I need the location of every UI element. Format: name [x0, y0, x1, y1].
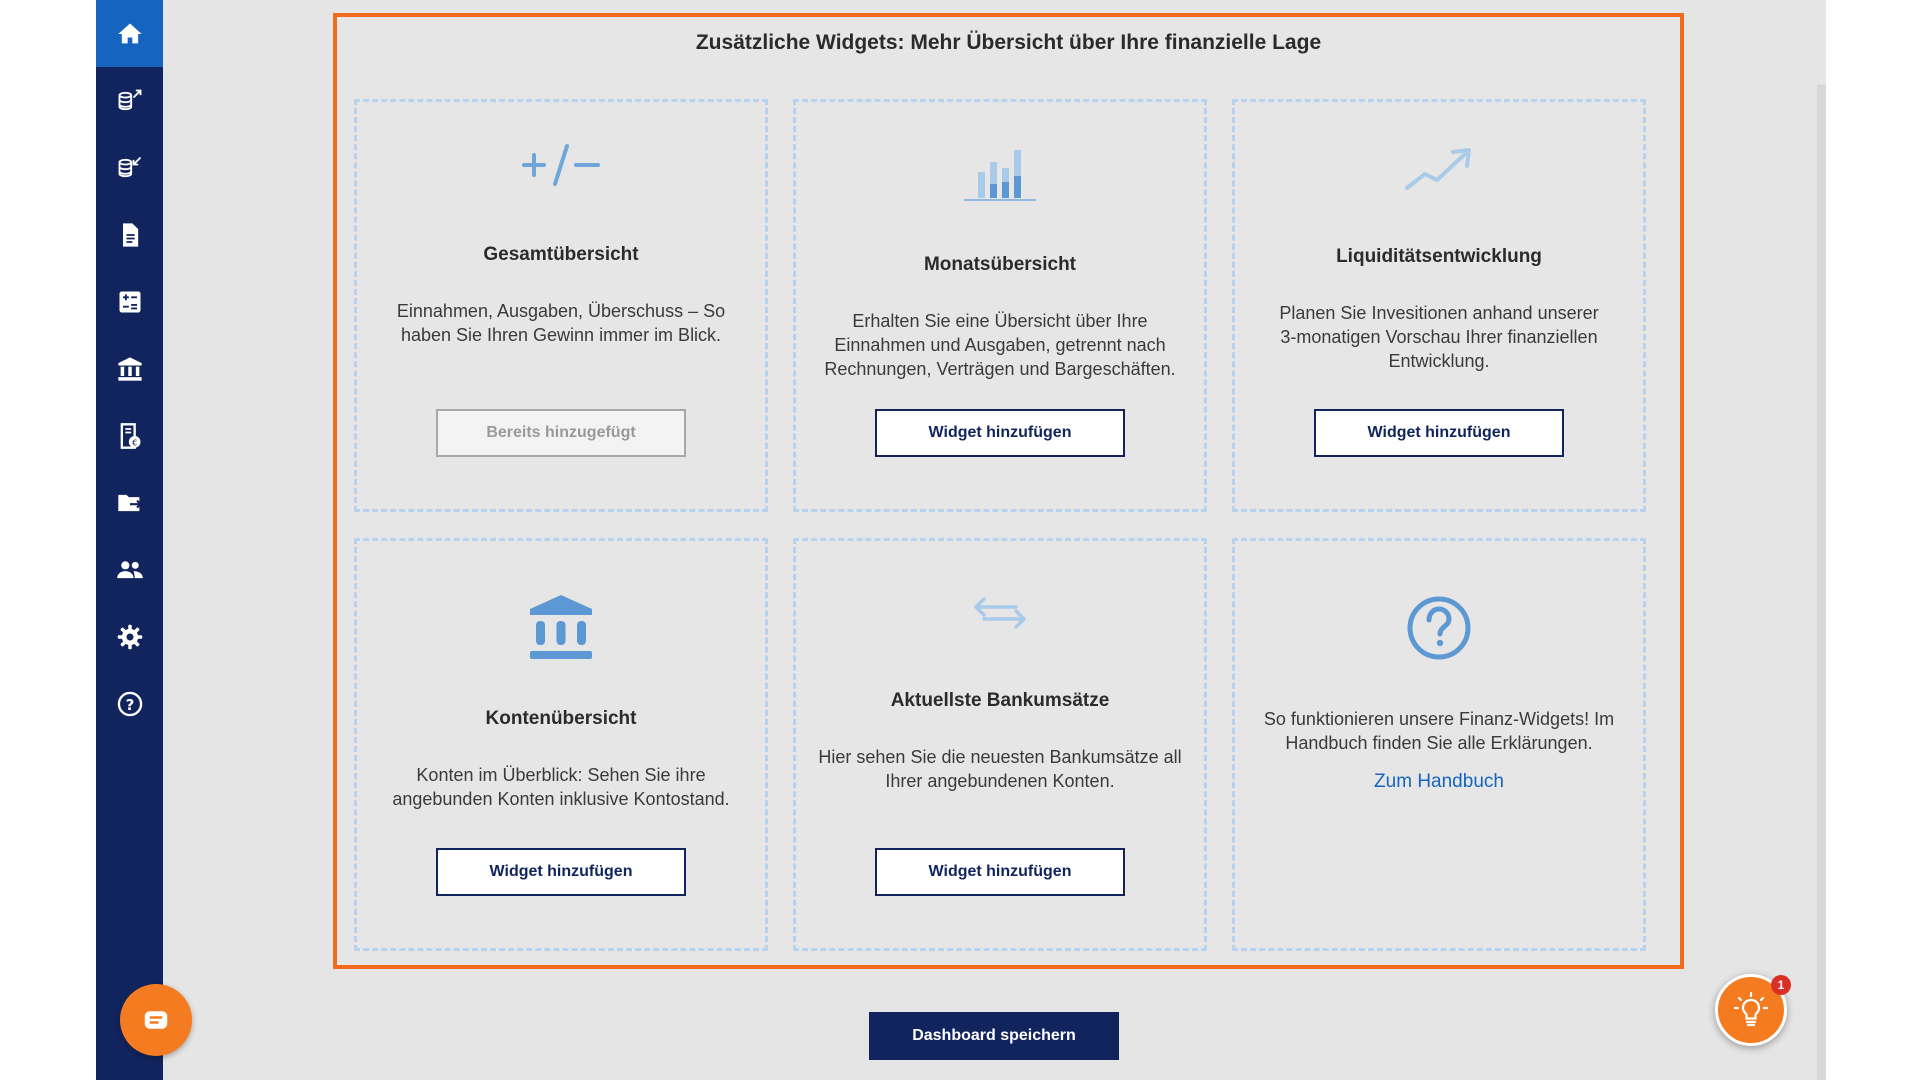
chat-button[interactable]: [120, 984, 192, 1056]
sidebar-item-settings[interactable]: [96, 603, 163, 670]
card-title: Aktuellste Bankumsätze: [890, 690, 1110, 711]
widget-card-liquiditaetsentwicklung: Liquiditätsentwicklung Planen Sie Invesi…: [1232, 99, 1646, 512]
widget-card-gesamtuebersicht: Gesamtübersicht Einnahmen, Ausgaben, Übe…: [354, 99, 768, 512]
bar-chart-icon: [964, 150, 1036, 201]
question-circle-icon: [1407, 596, 1471, 660]
bank-icon: [117, 356, 142, 381]
widget-card-handbuch: So funktionieren unsere Finanz-Widgets! …: [1232, 538, 1646, 951]
calculator-icon: [119, 291, 140, 312]
sidebar-item-help[interactable]: ?: [96, 670, 163, 737]
sidebar-item-bank[interactable]: [96, 335, 163, 402]
svg-text:€: €: [132, 437, 137, 447]
coins-in-icon: [118, 156, 141, 177]
sidebar-item-expenses[interactable]: [96, 67, 163, 134]
folder-export-icon: [117, 494, 142, 511]
card-title: Kontenübersicht: [485, 708, 637, 729]
plus-minus-icon: [522, 144, 600, 186]
add-widget-button[interactable]: Widget hinzufügen: [875, 409, 1125, 457]
sidebar: € ?: [96, 0, 163, 1080]
already-added-button: Bereits hinzugefügt: [436, 409, 686, 457]
gear-icon: [117, 624, 142, 649]
sidebar-item-calculations[interactable]: [96, 268, 163, 335]
notification-badge: 1: [1771, 975, 1791, 995]
help-icon: ?: [117, 691, 142, 716]
card-title: Liquiditätsentwicklung: [1336, 246, 1542, 267]
card-description: Hier sehen Sie die neuesten Bankumsätze …: [818, 747, 1182, 791]
widget-card-monatsuebersicht: Monatsübersicht Erhalten Sie eine Übersi…: [793, 99, 1207, 512]
add-widget-button[interactable]: Widget hinzufügen: [1314, 409, 1564, 457]
card-description: So funktionieren unsere Finanz-Widgets! …: [1263, 709, 1615, 753]
add-widget-button[interactable]: Widget hinzufügen: [436, 848, 686, 896]
lightbulb-icon: [1733, 991, 1769, 1027]
sidebar-item-export[interactable]: [96, 469, 163, 536]
transfer-arrows-icon: [974, 597, 1026, 629]
receipt-icon: €: [120, 422, 140, 449]
sidebar-item-users[interactable]: [96, 536, 163, 603]
widget-card-kontenuebersicht: Kontenübersicht Konten im Überblick: Seh…: [354, 538, 768, 951]
card-title: Monatsübersicht: [923, 254, 1077, 275]
sidebar-item-home[interactable]: [96, 0, 163, 67]
scrollbar[interactable]: [1817, 85, 1826, 1080]
svg-text:?: ?: [125, 695, 134, 713]
bank-icon: [530, 595, 592, 659]
panel-title: Zusätzliche Widgets: Mehr Übersicht über…: [695, 31, 1322, 54]
card-title: Gesamtübersicht: [483, 244, 639, 265]
chat-icon: [144, 1011, 168, 1029]
sidebar-item-income[interactable]: [96, 134, 163, 201]
widget-panel: Zusätzliche Widgets: Mehr Übersicht über…: [333, 13, 1684, 969]
trend-up-icon: [1405, 148, 1471, 190]
save-dashboard-button[interactable]: Dashboard speichern: [869, 1012, 1119, 1060]
coins-out-icon: [118, 89, 141, 110]
sidebar-item-receipts[interactable]: €: [96, 402, 163, 469]
widget-card-bankumsaetze: Aktuellste Bankumsätze Hier sehen Sie di…: [793, 538, 1207, 951]
document-icon: [122, 222, 138, 247]
people-icon: [116, 560, 143, 578]
manual-link[interactable]: Zum Handbuch: [1374, 771, 1504, 792]
home-icon: [117, 23, 142, 43]
add-widget-button[interactable]: Widget hinzufügen: [875, 848, 1125, 896]
sidebar-item-documents[interactable]: [96, 201, 163, 268]
